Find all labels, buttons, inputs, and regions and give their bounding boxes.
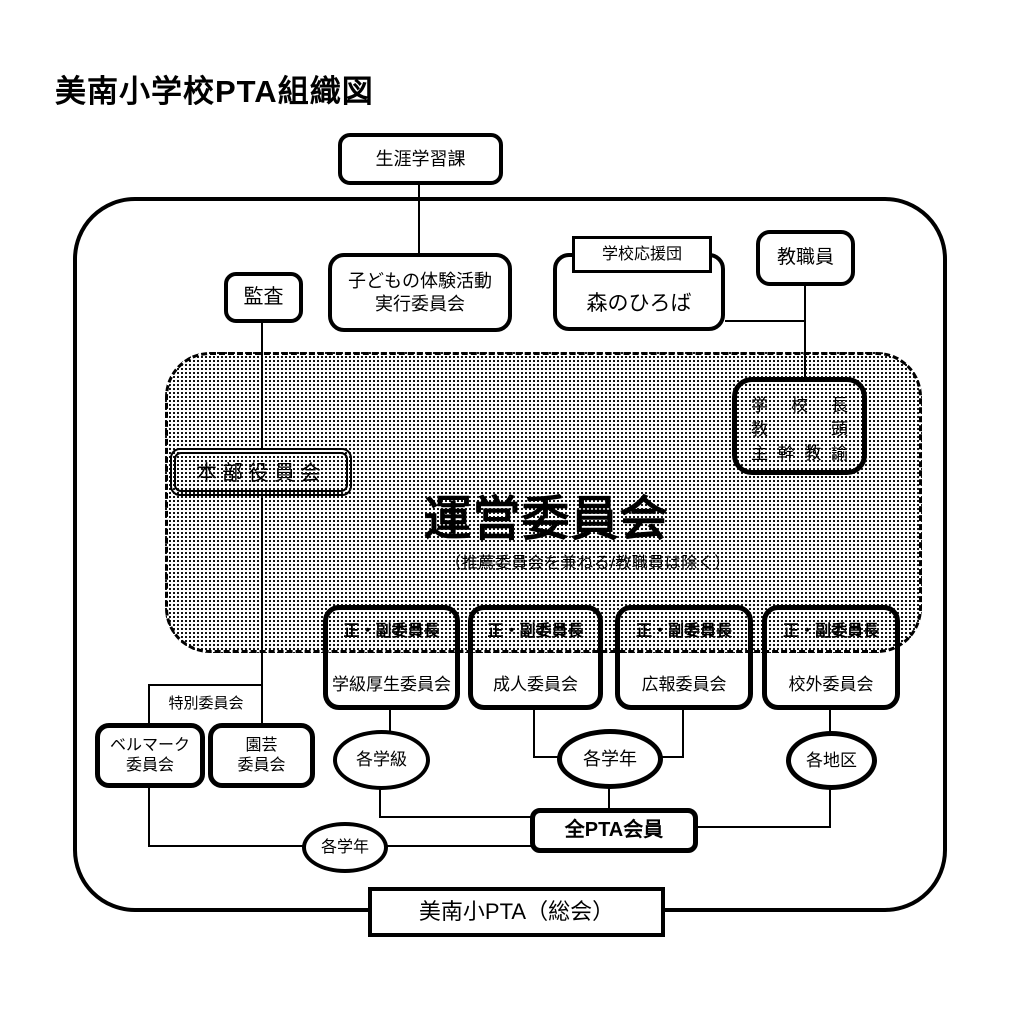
committee-name: 広報委員会: [641, 674, 727, 694]
committee-public-relations: 正・副委員長 広報委員会: [615, 605, 753, 710]
node-audit: 監査: [224, 272, 303, 323]
special-committee-label: 特別委員会: [150, 692, 262, 713]
chair-label: 正・副委員長: [487, 623, 584, 640]
node-label: 各学級: [356, 750, 407, 770]
connector-special-horizontal: [148, 684, 263, 686]
connector-audit-to-hq: [261, 322, 263, 448]
node-label: 監査: [243, 286, 284, 308]
steering-committee-region: [165, 352, 922, 653]
steering-committee-note: （推薦委員会を兼ねる/教職員は除く）: [408, 549, 768, 573]
connector-district-to-pta-h: [697, 826, 831, 828]
committee-name: 成人委員会: [493, 674, 578, 694]
committee-off-campus: 正・副委員長 校外委員会: [762, 605, 900, 710]
connector-lifelong-to-children: [418, 184, 420, 254]
connector-adult-committee-down: [533, 709, 535, 757]
committee-name: 校外委員会: [788, 674, 874, 694]
connector-bellmark-down: [148, 787, 150, 846]
node-label: 教職員: [776, 247, 834, 269]
node-label-line1: ベルマーク: [109, 736, 190, 754]
node-children-activity: 子どもの体験活動 実行委員会: [328, 253, 512, 332]
chair-label: 正・副委員長: [343, 623, 440, 640]
committee-class-welfare: 正・副委員長 学級厚生委員会: [323, 605, 460, 710]
node-label: 各学年: [320, 838, 369, 856]
committee-bellmark: ベルマーク 委員会: [95, 723, 205, 788]
committee-name: 学級厚生委員会: [332, 674, 451, 694]
node-label: 各学年: [583, 748, 637, 769]
connector-pr-committee-down: [682, 709, 684, 757]
node-label-line2: 委員会: [237, 756, 286, 774]
node-teaching-staff: 教職員: [756, 230, 855, 286]
connector-staff-down: [804, 286, 806, 377]
node-all-pta-members: 全PTA会員: [530, 808, 698, 853]
connector-hq-down: [261, 495, 263, 723]
special-committee-text: 特別委員会: [168, 695, 244, 712]
steering-title-text: 運営委員会: [423, 493, 669, 546]
admin-line-principal: 学校長: [751, 396, 848, 415]
group-each-grade-left: 各学年: [302, 822, 388, 873]
node-label-line2: 実行委員会: [375, 293, 465, 314]
connector-class-to-pta-h: [379, 816, 531, 818]
committee-adult: 正・副委員長 成人委員会: [468, 605, 603, 710]
group-each-class: 各学級: [333, 730, 430, 790]
group-each-grade-center: 各学年: [557, 729, 663, 789]
admin-line-vice-principal: 教頭: [751, 420, 848, 439]
connector-offcampus-down: [829, 709, 831, 733]
connector-class-to-pta-v: [379, 789, 381, 817]
node-label: 生涯学習課: [375, 148, 466, 169]
node-school-support-group: 学校応援団: [572, 236, 712, 273]
node-school-admin: 学校長 教頭 主幹教諭: [732, 377, 867, 475]
committee-gardening: 園芸 委員会: [208, 723, 315, 788]
node-label: 本部役員会: [196, 462, 326, 485]
hq-officers-inner-border: 本部役員会: [174, 452, 348, 492]
node-label-line1: 園芸: [245, 736, 278, 754]
admin-line-senior-teacher: 主幹教諭: [751, 444, 848, 463]
connector-grade-to-pta: [608, 788, 610, 808]
connector-district-to-pta-v: [829, 789, 831, 827]
node-label-line1: 子どもの体験活動: [348, 271, 492, 291]
page-title: 美南小学校PTA組織図: [55, 74, 374, 109]
node-label: 各地区: [806, 750, 857, 770]
node-hq-officers: 本部役員会: [170, 448, 352, 496]
node-lifelong-learning: 生涯学習課: [338, 133, 503, 185]
steering-committee-title: 運営委員会: [396, 479, 696, 549]
node-label: 森のひろば: [586, 291, 692, 315]
node-label-line2: 委員会: [125, 756, 174, 774]
connector-class-committee-down: [389, 709, 391, 731]
chair-label: 正・副委員長: [635, 623, 732, 640]
node-label: 全PTA会員: [564, 819, 664, 841]
group-each-district: 各地区: [786, 731, 877, 790]
node-label: 学校応援団: [601, 245, 682, 263]
connector-forest-to-staffline: [725, 320, 805, 322]
chair-label: 正・副委員長: [782, 623, 879, 640]
connector-special-to-bellmark: [148, 684, 150, 723]
node-label: 美南小PTA（総会）: [418, 899, 615, 925]
steering-note-text: （推薦委員会を兼ねる/教職員は除く）: [445, 555, 731, 572]
node-general-assembly: 美南小PTA（総会）: [368, 887, 665, 937]
